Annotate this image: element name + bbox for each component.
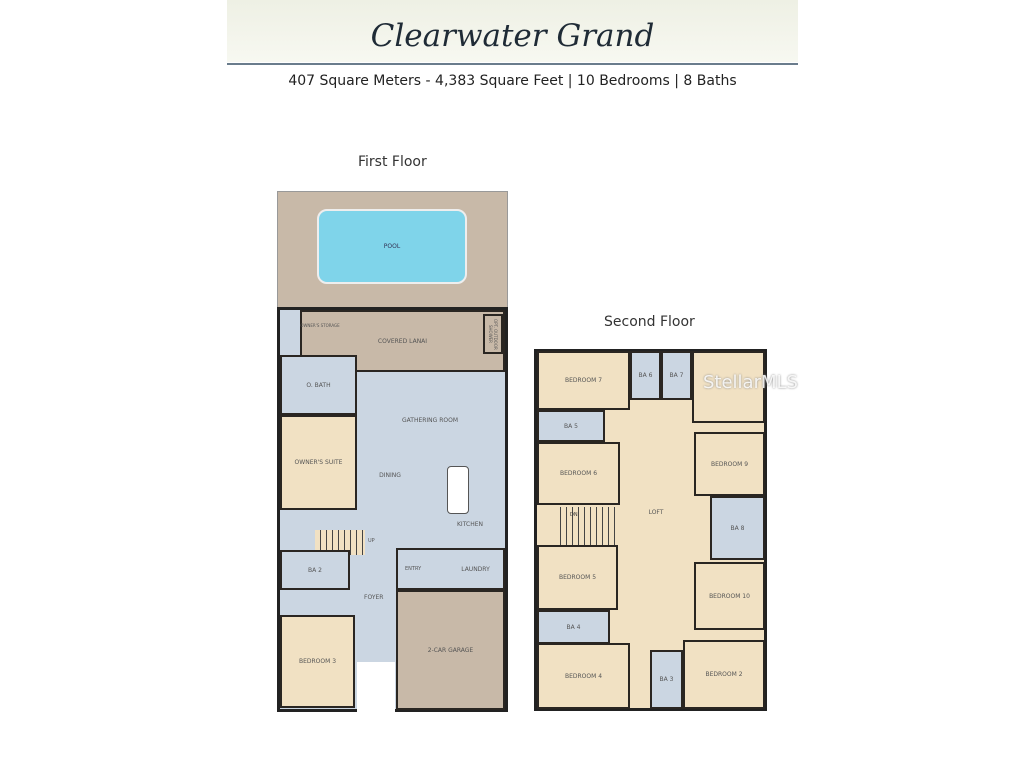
foyer-label: FOYER xyxy=(364,594,384,601)
entry-laundry: LAUNDRY xyxy=(396,548,505,590)
bath-6: BA 6 xyxy=(630,351,661,400)
bedroom7-label: BEDROOM 7 xyxy=(564,377,603,384)
shower-label: OPT. OUTDOOR SHOWER xyxy=(488,318,498,350)
kitchen-island xyxy=(447,466,469,514)
up-label: UP xyxy=(368,538,375,544)
bedroom-4: BEDROOM 4 xyxy=(537,643,630,709)
ba7-label: BA 7 xyxy=(669,372,684,379)
watermark: StellarMLS xyxy=(703,372,798,393)
bedroom-2: BEDROOM 2 xyxy=(683,640,765,709)
bedroom-10: BEDROOM 10 xyxy=(694,562,765,630)
outdoor-shower: OPT. OUTDOOR SHOWER xyxy=(483,314,503,354)
first-floor-label: First Floor xyxy=(358,154,427,170)
plan-stats: 407 Square Meters - 4,383 Square Feet | … xyxy=(288,73,737,89)
stairs-upper xyxy=(555,507,615,545)
storage-label: OWNER'S STORAGE xyxy=(300,322,340,328)
bedroom3-label: BEDROOM 3 xyxy=(298,658,337,665)
header-banner xyxy=(227,0,798,62)
kitchen: KITCHEN xyxy=(445,517,495,531)
gathering-room: GATHERING ROOM xyxy=(380,405,480,435)
bedroom10-label: BEDROOM 10 xyxy=(709,592,750,600)
ba5-label: BA 5 xyxy=(564,422,578,430)
bedroom-6: BEDROOM 6 xyxy=(537,442,620,505)
plan-title: Clearwater Grand xyxy=(370,18,655,54)
pool-label: POOL xyxy=(383,243,401,250)
ba2-label: BA 2 xyxy=(308,566,322,574)
bath-3: BA 3 xyxy=(650,650,683,709)
bedroom9-label: BEDROOM 9 xyxy=(710,460,749,468)
bedroom2-label: BEDROOM 2 xyxy=(705,671,743,678)
kitchen-label: KITCHEN xyxy=(457,520,483,528)
bedroom-9: BEDROOM 9 xyxy=(694,432,765,496)
garage: 2-CAR GARAGE xyxy=(396,590,505,710)
bedroom-8 xyxy=(692,351,765,423)
loft-label: LOFT xyxy=(648,509,664,516)
ba3-label: BA 3 xyxy=(659,676,674,683)
entry-label: ENTRY xyxy=(405,566,422,572)
loft: LOFT xyxy=(620,500,692,525)
bath-8: BA 8 xyxy=(710,496,765,560)
pool: POOL xyxy=(317,209,467,284)
lanai-label: COVERED LANAI xyxy=(377,337,428,345)
dining: DINING xyxy=(365,465,415,485)
gathering-label: GATHERING ROOM xyxy=(401,416,459,424)
ba6-label: BA 6 xyxy=(638,372,653,379)
bath-7: BA 7 xyxy=(661,351,692,400)
bedroom6-label: BEDROOM 6 xyxy=(559,470,598,477)
dining-label: DINING xyxy=(379,471,401,479)
garage-label: 2-CAR GARAGE xyxy=(427,646,474,654)
divider xyxy=(227,63,798,65)
bedroom4-label: BEDROOM 4 xyxy=(564,672,603,680)
ba4-label: BA 4 xyxy=(566,623,581,631)
owners-suite: OWNER'S SUITE xyxy=(280,415,357,510)
owners-suite-label: OWNER'S SUITE xyxy=(294,459,343,466)
bedroom-5: BEDROOM 5 xyxy=(537,545,618,610)
second-floor-label: Second Floor xyxy=(604,314,695,330)
o-bath-label: O. BATH xyxy=(306,381,331,389)
owners-storage: OWNER'S STORAGE xyxy=(300,314,340,336)
bedroom-7: BEDROOM 7 xyxy=(537,351,630,410)
dn-label: DN xyxy=(570,512,578,518)
bath-2: BA 2 xyxy=(280,550,350,590)
bedroom5-label: BEDROOM 5 xyxy=(558,574,597,581)
owners-bath: O. BATH xyxy=(280,355,357,415)
laundry-label: LAUNDRY xyxy=(461,565,490,573)
bath-5: BA 5 xyxy=(537,410,605,442)
bath-4: BA 4 xyxy=(537,610,610,644)
porch-notch xyxy=(357,662,395,712)
ba8-label: BA 8 xyxy=(730,524,745,532)
bedroom-3: BEDROOM 3 xyxy=(280,615,355,708)
